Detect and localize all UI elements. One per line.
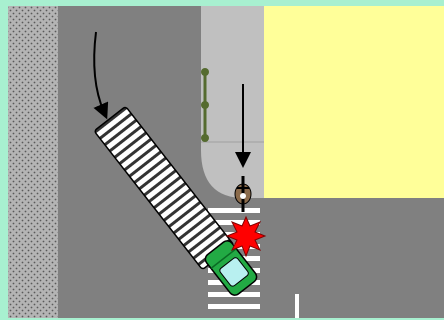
sidewalk xyxy=(201,6,264,198)
bicycle-icon xyxy=(234,176,252,212)
lane-marking xyxy=(295,294,299,318)
bollard xyxy=(201,101,209,109)
gravel-shoulder xyxy=(8,6,58,318)
bollard xyxy=(201,134,209,142)
curved-arrow-icon xyxy=(93,31,109,120)
grass-area xyxy=(264,6,444,198)
car-icon xyxy=(204,240,258,296)
collision-star-icon xyxy=(225,215,267,258)
bollard xyxy=(201,68,209,76)
bollard-row xyxy=(201,68,209,142)
